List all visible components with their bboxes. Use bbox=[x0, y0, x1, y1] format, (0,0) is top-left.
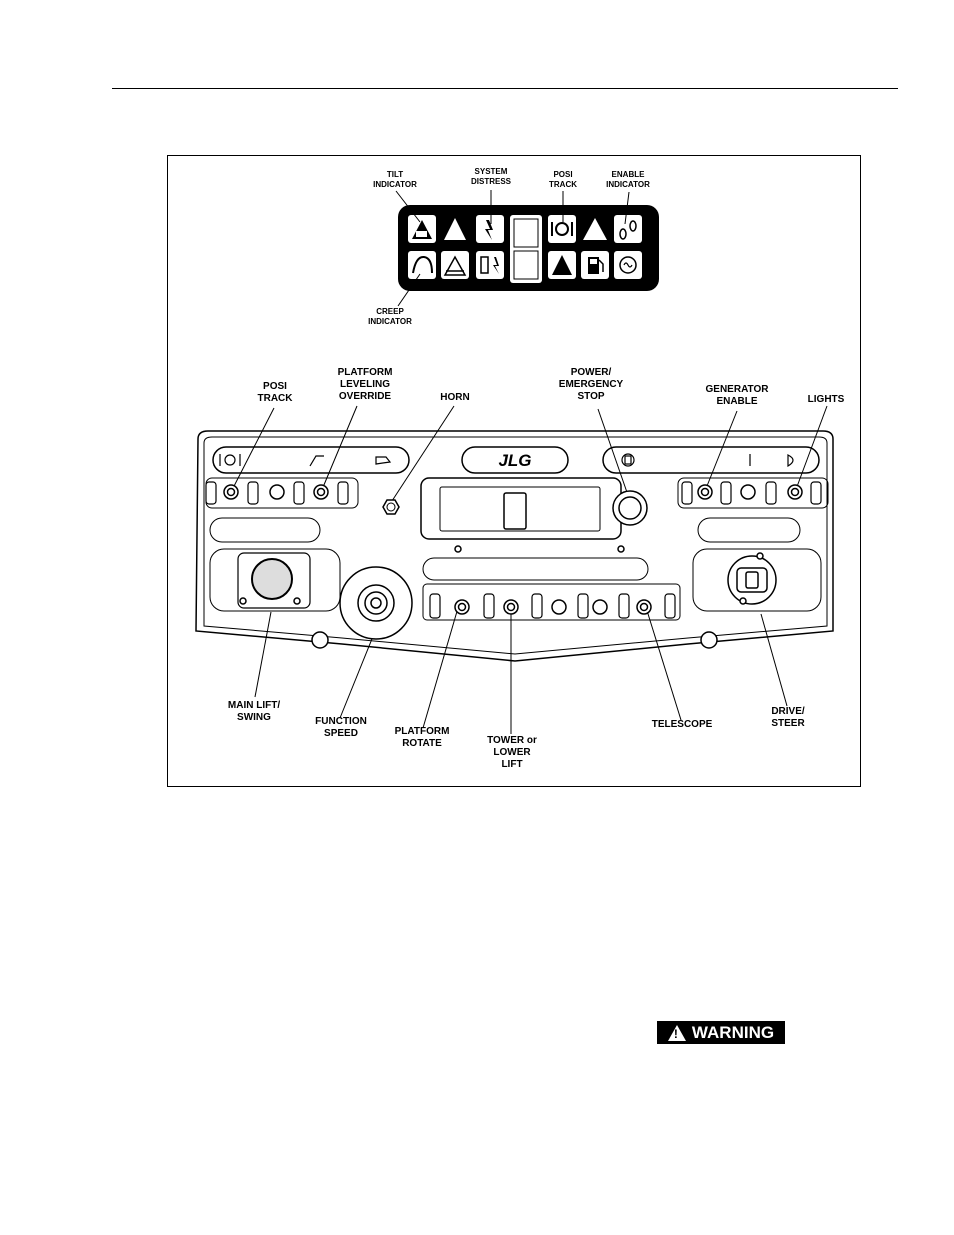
panel-leaders bbox=[230, 405, 828, 734]
indicator-leaders bbox=[395, 190, 630, 307]
warning-icon bbox=[441, 215, 469, 243]
enable-indicator-label: ENABLE INDICATOR bbox=[606, 170, 650, 189]
platform-icon bbox=[441, 251, 469, 279]
fuel-icon bbox=[581, 251, 609, 279]
main-lift-joystick bbox=[237, 552, 311, 609]
main-control-panel bbox=[195, 430, 834, 662]
indicator-panel bbox=[398, 205, 659, 291]
warning-icon bbox=[583, 218, 607, 240]
header-rule bbox=[112, 88, 898, 89]
panel-strip-icons bbox=[219, 453, 794, 468]
creep-indicator-label: CREEP INDICATOR bbox=[368, 307, 412, 326]
generator-enable-label: GENERATOR ENABLE bbox=[705, 384, 769, 407]
enable-indicator-icon bbox=[614, 215, 642, 243]
warning-text: WARNING bbox=[691, 1022, 775, 1042]
horn-button bbox=[382, 499, 400, 515]
function-speed-label: FUNCTION SPEED bbox=[315, 716, 367, 739]
emergency-stop-button bbox=[612, 490, 648, 526]
glow-plug-icon bbox=[614, 251, 642, 279]
toggle-switches bbox=[223, 484, 803, 615]
tilt-indicator-label: TILT INDICATOR bbox=[373, 170, 417, 189]
toggle-guards bbox=[205, 481, 822, 619]
posi-track-indicator-label: POSI TRACK bbox=[549, 170, 577, 189]
platform-leveling-label: PLATFORM LEVELING OVERRIDE bbox=[337, 367, 393, 402]
jlg-logo: JLG bbox=[498, 451, 531, 470]
panel-screws bbox=[239, 545, 764, 649]
drive-steer-joystick bbox=[727, 555, 777, 605]
power-stop-label: POWER/ EMERGENCY STOP bbox=[558, 367, 624, 402]
main-lift-swing-label: MAIN LIFT/ SWING bbox=[227, 700, 281, 723]
lights-label: LIGHTS bbox=[807, 394, 845, 405]
control-panel-figure: JLG TILT INDICATOR SYSTEM DISTRESS POSI … bbox=[167, 155, 861, 787]
system-distress-label: SYSTEM DISTRESS bbox=[470, 167, 512, 186]
tilt-indicator-icon bbox=[408, 215, 436, 243]
engine-icon bbox=[548, 251, 576, 279]
system-distress-icon bbox=[476, 215, 504, 243]
display-window bbox=[510, 215, 542, 283]
warning-icon bbox=[667, 1024, 686, 1041]
tower-lower-lift-label: TOWER or LOWER LIFT bbox=[487, 735, 537, 770]
platform-rotate-label: PLATFORM ROTATE bbox=[394, 726, 450, 749]
creep-indicator-icon bbox=[408, 251, 436, 279]
battery-distress-icon bbox=[476, 251, 504, 279]
warning-banner: WARNING bbox=[657, 1021, 785, 1044]
control-panel-drawing: JLG bbox=[195, 190, 834, 734]
drive-steer-label: DRIVE/ STEER bbox=[771, 706, 805, 729]
telescope-label: TELESCOPE bbox=[651, 719, 713, 730]
posi-track-label: POSI TRACK bbox=[257, 381, 293, 404]
horn-label: HORN bbox=[440, 392, 470, 403]
function-speed-dial bbox=[339, 566, 413, 640]
posi-track-icon bbox=[548, 215, 576, 243]
